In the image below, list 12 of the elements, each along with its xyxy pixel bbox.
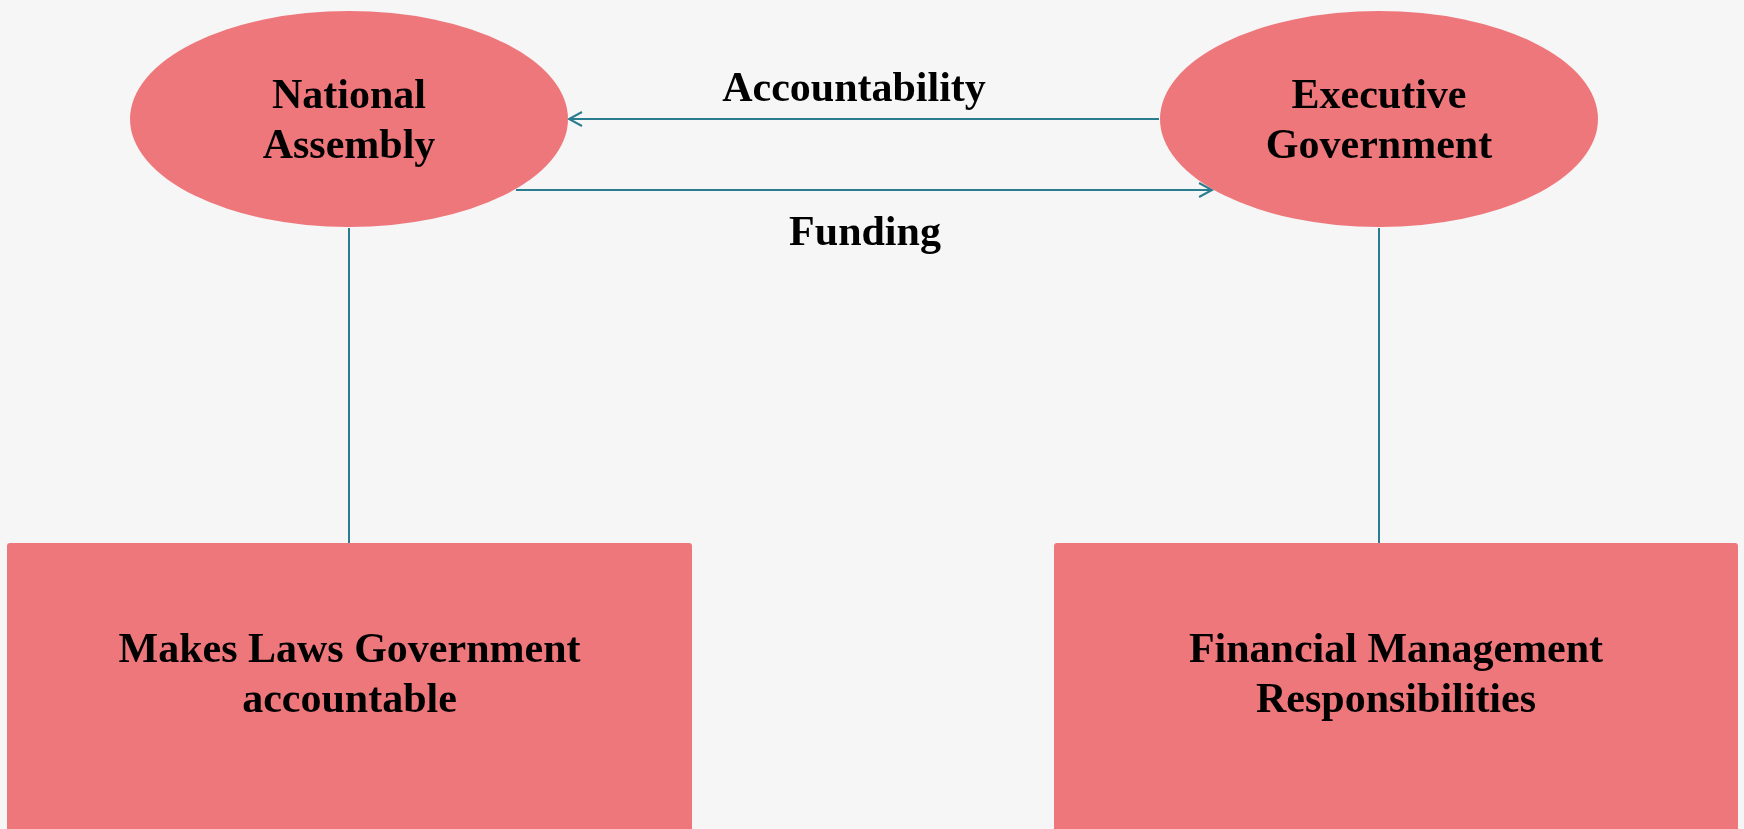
connector-line <box>348 227 350 544</box>
ellipse-node <box>129 10 569 228</box>
node-label: National Assembly <box>261 69 437 169</box>
node-label: Financial Management Responsibilities <box>1187 623 1605 723</box>
rectangle-box <box>7 543 692 829</box>
ellipse-node <box>1159 10 1599 228</box>
connector-line <box>1378 227 1380 544</box>
arrow <box>514 182 1214 198</box>
arrow <box>568 111 1160 127</box>
node-label: Executive Government <box>1264 69 1494 169</box>
rectangle-box <box>1054 543 1738 829</box>
node-label: Makes Laws Government accountable <box>117 623 582 723</box>
